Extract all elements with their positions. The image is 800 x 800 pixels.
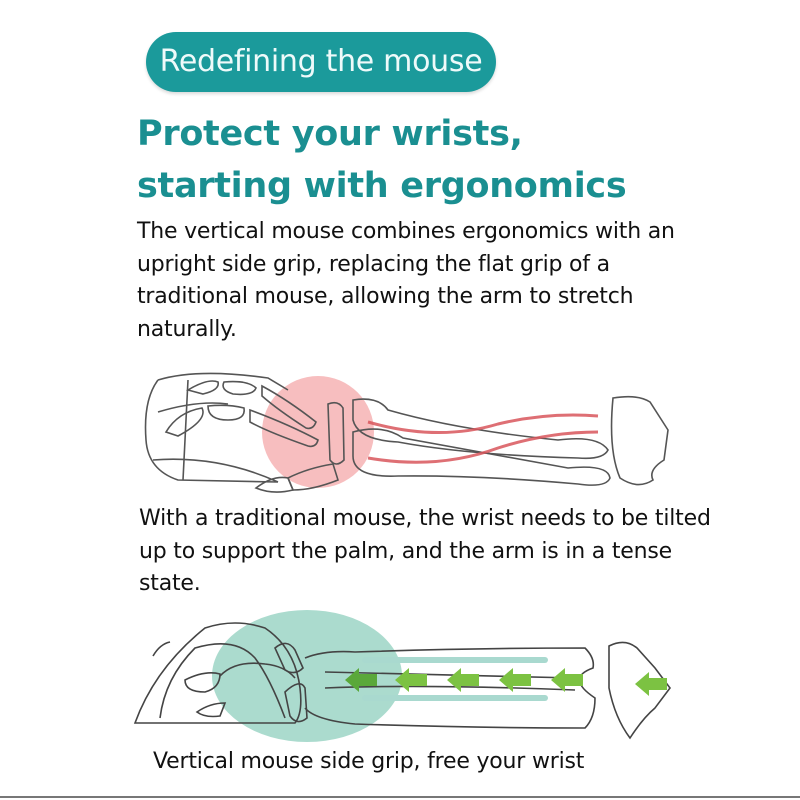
headline-line-1: Protect your wrists, — [137, 114, 523, 154]
headline-line-2: starting with ergonomics — [137, 166, 627, 206]
vertical-mouse-caption: Vertical mouse side grip, free your wris… — [153, 749, 585, 774]
intro-paragraph: The vertical mouse combines ergonomics w… — [137, 219, 675, 342]
traditional-mouse-arm-illustration — [144, 372, 669, 493]
relief-arrows — [345, 668, 667, 696]
bottom-divider — [0, 796, 800, 798]
wrist-strain-highlight — [262, 376, 374, 488]
redefining-banner: Redefining the mouse — [146, 32, 496, 92]
vertical-mouse-arm-illustration — [133, 610, 671, 742]
wrist-relief-highlight — [212, 610, 402, 742]
traditional-mouse-caption: With a traditional mouse, the wrist need… — [139, 506, 711, 596]
page-title: Protect your wrists, starting with ergon… — [137, 108, 627, 212]
